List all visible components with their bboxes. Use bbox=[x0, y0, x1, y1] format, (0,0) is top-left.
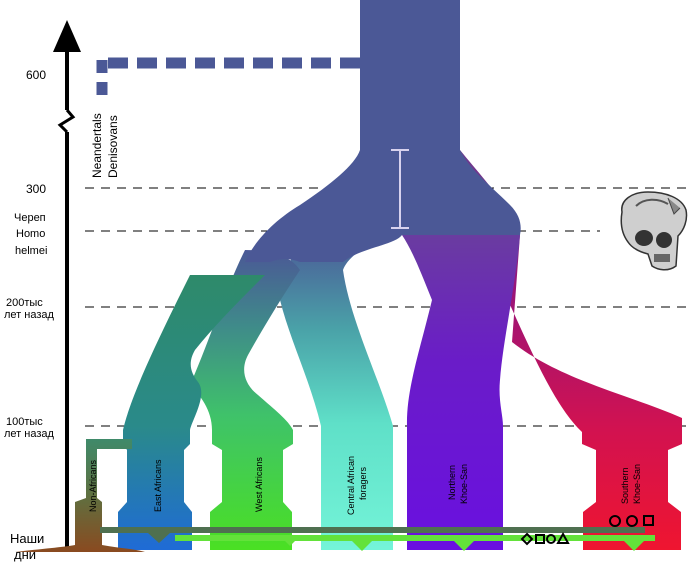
circle-icon bbox=[609, 515, 621, 527]
tick-label-skull-line1: Череп bbox=[14, 212, 46, 224]
gene-flow-arrow-icon bbox=[280, 536, 300, 546]
tick-label-200-line1: 200тыс bbox=[6, 297, 43, 309]
gene-flow-arrow-icon bbox=[454, 541, 474, 551]
branch-west-africans bbox=[190, 250, 300, 550]
gene-flow-arrow-icon bbox=[352, 541, 372, 551]
population-tree bbox=[15, 0, 682, 552]
diamond-icon bbox=[520, 532, 534, 546]
archaic-lineage bbox=[96, 57, 360, 97]
population-label-southern-khoe-san-line1: Southern bbox=[620, 467, 630, 504]
ancestral-trunk bbox=[245, 0, 521, 262]
axis-break bbox=[57, 109, 76, 134]
population-label-northern-khoe-san-line1: Northern bbox=[447, 465, 457, 500]
marker-symbols bbox=[520, 515, 654, 546]
square-icon bbox=[535, 534, 545, 544]
time-tick-labels: 600 300 Череп Homo helmei 200тыс лет наз… bbox=[4, 68, 54, 562]
population-label-southern-khoe-san-line2: Khoe-San bbox=[632, 464, 642, 504]
population-labels: Non-Africans East Africans West Africans… bbox=[88, 456, 642, 515]
circle-icon bbox=[626, 515, 638, 527]
gene-flow-arrow-icon bbox=[624, 541, 644, 551]
admixture-lines bbox=[100, 527, 655, 551]
branch-east-africans bbox=[118, 275, 265, 550]
tick-label-300: 300 bbox=[26, 182, 46, 196]
gene-flow-arrow-icon bbox=[148, 533, 170, 543]
time-axis bbox=[53, 20, 81, 552]
archaic-label-neandertals: Neandertals bbox=[90, 113, 104, 178]
tick-label-skull-line3: helmei bbox=[15, 245, 47, 257]
tick-label-100-line2: лет назад bbox=[4, 428, 54, 440]
tick-label-present-line2: дни bbox=[14, 547, 36, 562]
tick-label-skull-line2: Homo bbox=[16, 228, 45, 240]
circle-icon bbox=[546, 534, 556, 544]
tick-label-200-line2: лет назад bbox=[4, 309, 54, 321]
triangle-icon bbox=[556, 531, 570, 544]
population-label-east-africans: East Africans bbox=[153, 459, 163, 512]
population-label-non-africans: Non-Africans bbox=[88, 459, 98, 512]
population-label-northern-khoe-san-line2: Khoe-San bbox=[459, 464, 469, 504]
tick-label-100-line1: 100тыс bbox=[6, 416, 43, 428]
population-label-central-african-line1: Central African bbox=[346, 456, 356, 515]
divergence-error-bar bbox=[391, 149, 409, 229]
square-icon bbox=[643, 515, 654, 526]
branch-northern-khoe-san bbox=[402, 235, 520, 550]
archaic-labels: Neandertals Denisovans bbox=[90, 113, 120, 178]
skull-icon bbox=[620, 191, 688, 271]
population-label-west-africans: West Africans bbox=[254, 457, 264, 512]
population-label-central-african-line2: foragers bbox=[358, 466, 368, 500]
branch-central-african-foragers bbox=[280, 235, 402, 550]
archaic-label-denisovans: Denisovans bbox=[106, 115, 120, 178]
tick-label-600: 600 bbox=[26, 68, 46, 82]
branch-non-africans bbox=[15, 439, 145, 552]
tick-label-present-line1: Наши bbox=[10, 531, 44, 546]
axis-arrow-icon bbox=[53, 20, 81, 52]
